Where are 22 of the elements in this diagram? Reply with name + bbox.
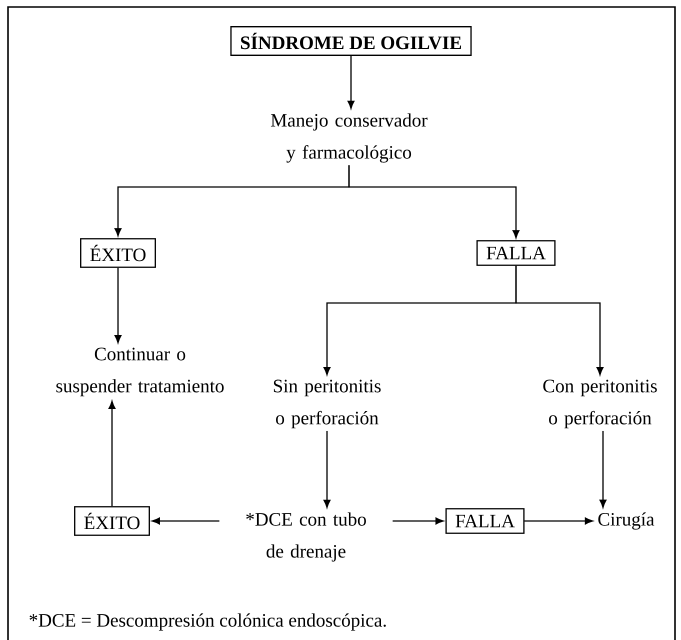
step-text: Continuar o suspender tratamiento <box>56 348 224 396</box>
arrow <box>348 165 520 238</box>
arrow <box>108 400 116 506</box>
step-text: Con peritonitis o perforación <box>543 380 657 428</box>
process-box: FALLA <box>445 508 525 534</box>
arrow <box>348 56 354 109</box>
arrow <box>392 518 444 524</box>
title-box: SÍNDROME DE OGILVIE <box>230 26 472 56</box>
step-text: Cirugía <box>598 512 654 530</box>
arrow <box>600 430 606 508</box>
step-text: Sin peritonitis o perforación <box>274 380 381 428</box>
arrow <box>114 268 122 344</box>
arrow <box>324 430 330 508</box>
arrow <box>524 518 593 524</box>
process-box: ÉXITO <box>74 506 150 536</box>
arrow <box>152 518 220 524</box>
footnote: *DCE = Descompresión colónica endoscópica. <box>30 613 386 631</box>
process-box: ÉXITO <box>80 238 156 268</box>
step-text: Manejo conservador y farmacológico <box>270 113 428 163</box>
process-box: FALLA <box>476 240 556 266</box>
arrow <box>515 266 604 376</box>
step-text: *DCE con tubo de drenaje <box>246 512 366 562</box>
